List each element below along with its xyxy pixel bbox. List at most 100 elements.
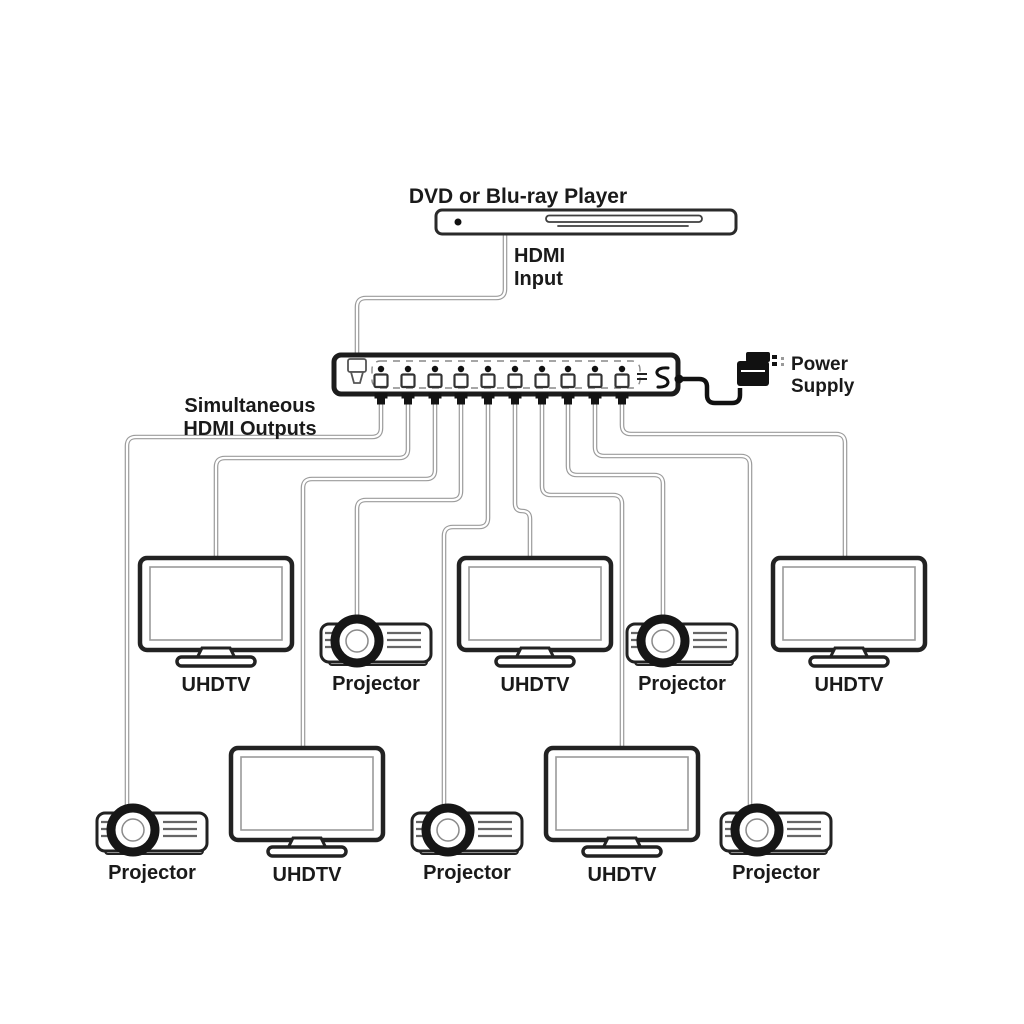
tv-stand-base: [808, 655, 890, 668]
hdmi-plug-icon: [588, 393, 602, 405]
hdmi-plug-icon: [561, 393, 575, 405]
hdmi-output-port: [453, 365, 469, 405]
prong-dot-faint: [781, 363, 784, 366]
projector-icon: Projector: [95, 803, 209, 884]
tv-stand-base: [266, 845, 348, 858]
hdmi-cable: [540, 404, 624, 748]
hdmi-plug-icon: [535, 393, 549, 405]
device-label: UHDTV: [815, 674, 885, 696]
tv-stand-base: [175, 655, 257, 668]
hdmi-cable: [442, 404, 490, 807]
hdmi-input-port: [347, 358, 367, 384]
equals-mark: [637, 373, 647, 380]
hdmi-plug-icon: [508, 393, 522, 405]
power-cable: [681, 376, 743, 406]
cables-group: [124, 233, 848, 807]
hdmi-output-port: [400, 365, 416, 405]
hdmi-input-line1: HDMI: [514, 245, 565, 267]
hdmi-cable: [566, 404, 665, 618]
hdmi-socket: [614, 373, 630, 389]
device-label: Projector: [332, 673, 420, 695]
port-led-icon: [538, 365, 546, 373]
device-label: Projector: [638, 673, 726, 695]
port-led-icon: [484, 365, 492, 373]
hdmi-plug-icon: [428, 393, 442, 405]
hdmi-output-port: [427, 365, 443, 405]
projector-vents: [693, 631, 727, 649]
power-supply-line2: Supply: [791, 376, 855, 397]
hdmi-socket: [400, 373, 416, 389]
power-supply-line1: Power: [791, 354, 849, 375]
device-label: Projector: [732, 862, 820, 884]
hdmi-plug-icon: [454, 393, 468, 405]
hdmi-outputs-line2: HDMI Outputs: [183, 418, 316, 440]
hdmi-cable: [620, 404, 847, 558]
hdmi-outputs-line1: Simultaneous: [184, 395, 315, 417]
tv-stand-base: [494, 655, 576, 668]
hdmi-input-cable: [355, 233, 507, 356]
hdmi-output-port: [507, 365, 523, 405]
hdmi-output-port: [560, 365, 576, 405]
hdmi-cable: [513, 404, 532, 558]
output-ports-group: [373, 365, 630, 405]
hdmi-cable: [355, 404, 463, 618]
device-label: UHDTV: [182, 674, 252, 696]
uhdtv-icon: UHDTV: [456, 555, 614, 696]
projector-icon: Projector: [319, 614, 433, 695]
input-plug-top: [347, 358, 367, 373]
hdmi-plug-icon: [615, 393, 629, 405]
hdmi-outputs-label: Simultaneous HDMI Outputs: [183, 395, 316, 440]
tv-screen: [240, 756, 374, 831]
disc-slot-icon: [545, 214, 703, 223]
port-led-icon: [457, 365, 465, 373]
hdmi-socket: [534, 373, 550, 389]
tv-screen: [555, 756, 689, 831]
device-label: UHDTV: [588, 864, 658, 886]
projector-lens-inner: [745, 818, 769, 842]
hdmi-socket: [507, 373, 523, 389]
hdmi-splitter-icon: [331, 352, 684, 405]
port-led-icon: [377, 365, 385, 373]
input-plug-bottom: [349, 371, 365, 384]
device-label: Projector: [423, 862, 511, 884]
adapter-body: [737, 361, 769, 386]
hdmi-socket: [587, 373, 603, 389]
hdmi-input-line2: Input: [514, 268, 563, 290]
projector-vents: [387, 631, 421, 649]
hdmi-socket: [480, 373, 496, 389]
port-led-icon: [564, 365, 572, 373]
hdmi-socket: [453, 373, 469, 389]
power-s-glyph: [655, 366, 670, 389]
device-label: UHDTV: [501, 674, 571, 696]
hdmi-socket: [560, 373, 576, 389]
tv-screen: [468, 566, 602, 641]
hdmi-cable: [214, 404, 410, 558]
power-adapter-icon: [737, 352, 784, 386]
device-label: UHDTV: [273, 864, 343, 886]
hdmi-output-port: [373, 365, 389, 405]
port-led-icon: [618, 365, 626, 373]
projector-lens-inner: [436, 818, 460, 842]
hdmi-cable: [300, 404, 438, 748]
power-led-icon: [454, 218, 462, 226]
hdmi-output-port: [534, 365, 550, 405]
hdmi-plug-icon: [374, 393, 388, 405]
hdmi-socket: [427, 373, 443, 389]
port-led-icon: [591, 365, 599, 373]
device-label: Projector: [108, 862, 196, 884]
projector-vents: [163, 820, 197, 838]
projector-vents: [478, 820, 512, 838]
hdmi-output-port: [480, 365, 496, 405]
hdmi-cable: [619, 404, 848, 558]
prong-dot: [772, 355, 777, 359]
hdmi-output-port: [587, 365, 603, 405]
port-led-icon: [404, 365, 412, 373]
hdmi-cable: [512, 404, 533, 558]
projector-vents: [787, 820, 821, 838]
uhdtv-icon: UHDTV: [137, 555, 295, 696]
hdmi-cable: [125, 404, 383, 807]
tv-screen: [149, 566, 283, 641]
uhdtv-icon: UHDTV: [770, 555, 928, 696]
